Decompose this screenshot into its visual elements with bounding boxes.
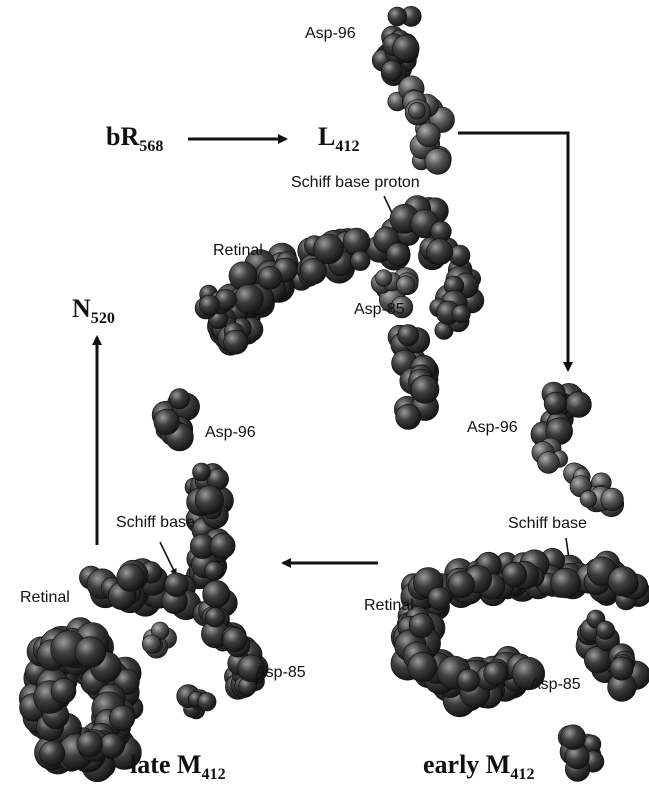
left-asp85-residue xyxy=(193,580,268,699)
atom-sphere xyxy=(398,325,419,346)
arrow-L-to-early-M xyxy=(458,133,568,370)
atom-sphere xyxy=(566,392,592,418)
label-top-retinal: Retinal xyxy=(213,243,263,259)
left-bottom-residue xyxy=(177,685,216,719)
right-retinal-ring xyxy=(391,604,545,717)
label-left-asp96: Asp-96 xyxy=(205,425,256,441)
right-retinal-chain xyxy=(401,548,649,621)
atom-sphere xyxy=(169,389,189,409)
top-connector xyxy=(388,76,455,175)
atom-sphere xyxy=(40,741,65,766)
label-left-asp85: Asp-85 xyxy=(255,665,306,681)
label-right-asp85: Asp-85 xyxy=(530,677,581,693)
atom-sphere xyxy=(142,635,160,653)
atom-sphere xyxy=(77,731,103,757)
atom-sphere xyxy=(210,533,235,558)
atom-sphere xyxy=(457,669,479,691)
atom-sphere xyxy=(343,228,370,255)
label-schiff-base-proton: Schiff base proton xyxy=(291,175,420,191)
label-right-schiff-base: Schiff base xyxy=(508,516,587,532)
atom-sphere xyxy=(351,251,371,271)
atom-sphere xyxy=(610,657,633,680)
atom-sphere xyxy=(409,613,433,637)
atom-sphere xyxy=(425,148,451,174)
right-asp96-residue xyxy=(531,382,592,447)
atom-sphere xyxy=(154,409,180,435)
top-asp96-residue xyxy=(372,6,421,85)
left-small-residue xyxy=(142,622,176,658)
atom-sphere xyxy=(51,678,76,703)
atom-sphere xyxy=(195,486,223,514)
atom-sphere xyxy=(75,637,106,668)
atom-sphere xyxy=(234,284,263,313)
cycle-arrows xyxy=(97,133,568,563)
atom-sphere xyxy=(580,491,597,508)
atom-sphere xyxy=(205,607,225,627)
atom-sphere xyxy=(375,270,392,287)
state-bR568: bR568 xyxy=(106,124,163,155)
atom-sphere xyxy=(388,7,407,26)
atom-sphere xyxy=(502,562,527,587)
label-right-retinal: Retinal xyxy=(364,598,414,614)
atom-sphere xyxy=(396,404,421,429)
atom-sphere xyxy=(258,266,281,289)
atom-sphere xyxy=(165,573,189,597)
left-retinal-ring xyxy=(19,618,143,782)
state-late-M412: late M412 xyxy=(130,752,226,783)
atom-sphere xyxy=(601,488,624,511)
label-top-asp96: Asp-96 xyxy=(305,26,356,42)
atom-sphere xyxy=(428,587,451,610)
state-N520: N520 xyxy=(72,296,115,327)
atom-sphere xyxy=(596,621,614,639)
atom-sphere xyxy=(224,330,248,354)
atom-sphere xyxy=(100,733,125,758)
label-top-asp85: Asp-85 xyxy=(354,302,405,318)
atom-sphere xyxy=(198,693,216,711)
atom-sphere xyxy=(448,571,474,597)
atom-sphere xyxy=(608,566,638,596)
atom-sphere xyxy=(484,662,508,686)
atom-sphere xyxy=(392,35,419,62)
atom-sphere xyxy=(223,628,247,652)
atom-sphere xyxy=(203,580,230,607)
atom-sphere xyxy=(417,123,441,147)
top-right-cluster xyxy=(418,221,484,339)
state-early-M412: early M412 xyxy=(423,752,535,783)
atom-sphere xyxy=(396,276,415,295)
atom-sphere xyxy=(561,725,586,750)
atom-sphere xyxy=(538,452,560,474)
label-right-asp96: Asp-96 xyxy=(467,420,518,436)
atom-sphere xyxy=(386,243,409,266)
atom-sphere xyxy=(551,568,581,598)
left-asp96-residue xyxy=(152,389,200,451)
atom-sphere xyxy=(411,375,439,403)
atom-sphere xyxy=(409,102,426,119)
atom-sphere xyxy=(193,463,211,481)
state-L412: L412 xyxy=(318,124,360,155)
label-left-retinal: Retinal xyxy=(20,590,70,606)
atom-sphere xyxy=(109,705,134,730)
atom-sphere xyxy=(408,652,437,681)
left-retinal-chain xyxy=(79,559,201,620)
right-connector xyxy=(532,438,624,517)
atom-sphere xyxy=(452,305,470,323)
atom-sphere xyxy=(199,295,219,315)
right-asp85-residue xyxy=(576,610,649,701)
right-bottom-residue xyxy=(558,725,604,782)
atom-sphere xyxy=(117,564,145,592)
atom-sphere xyxy=(544,392,566,414)
label-left-schiff-base: Schiff base xyxy=(116,515,195,531)
atom-sphere xyxy=(381,60,402,81)
atom-sphere xyxy=(314,234,344,264)
atom-sphere xyxy=(205,561,224,580)
top-lower-chain xyxy=(388,325,439,430)
atom-sphere xyxy=(427,239,453,265)
